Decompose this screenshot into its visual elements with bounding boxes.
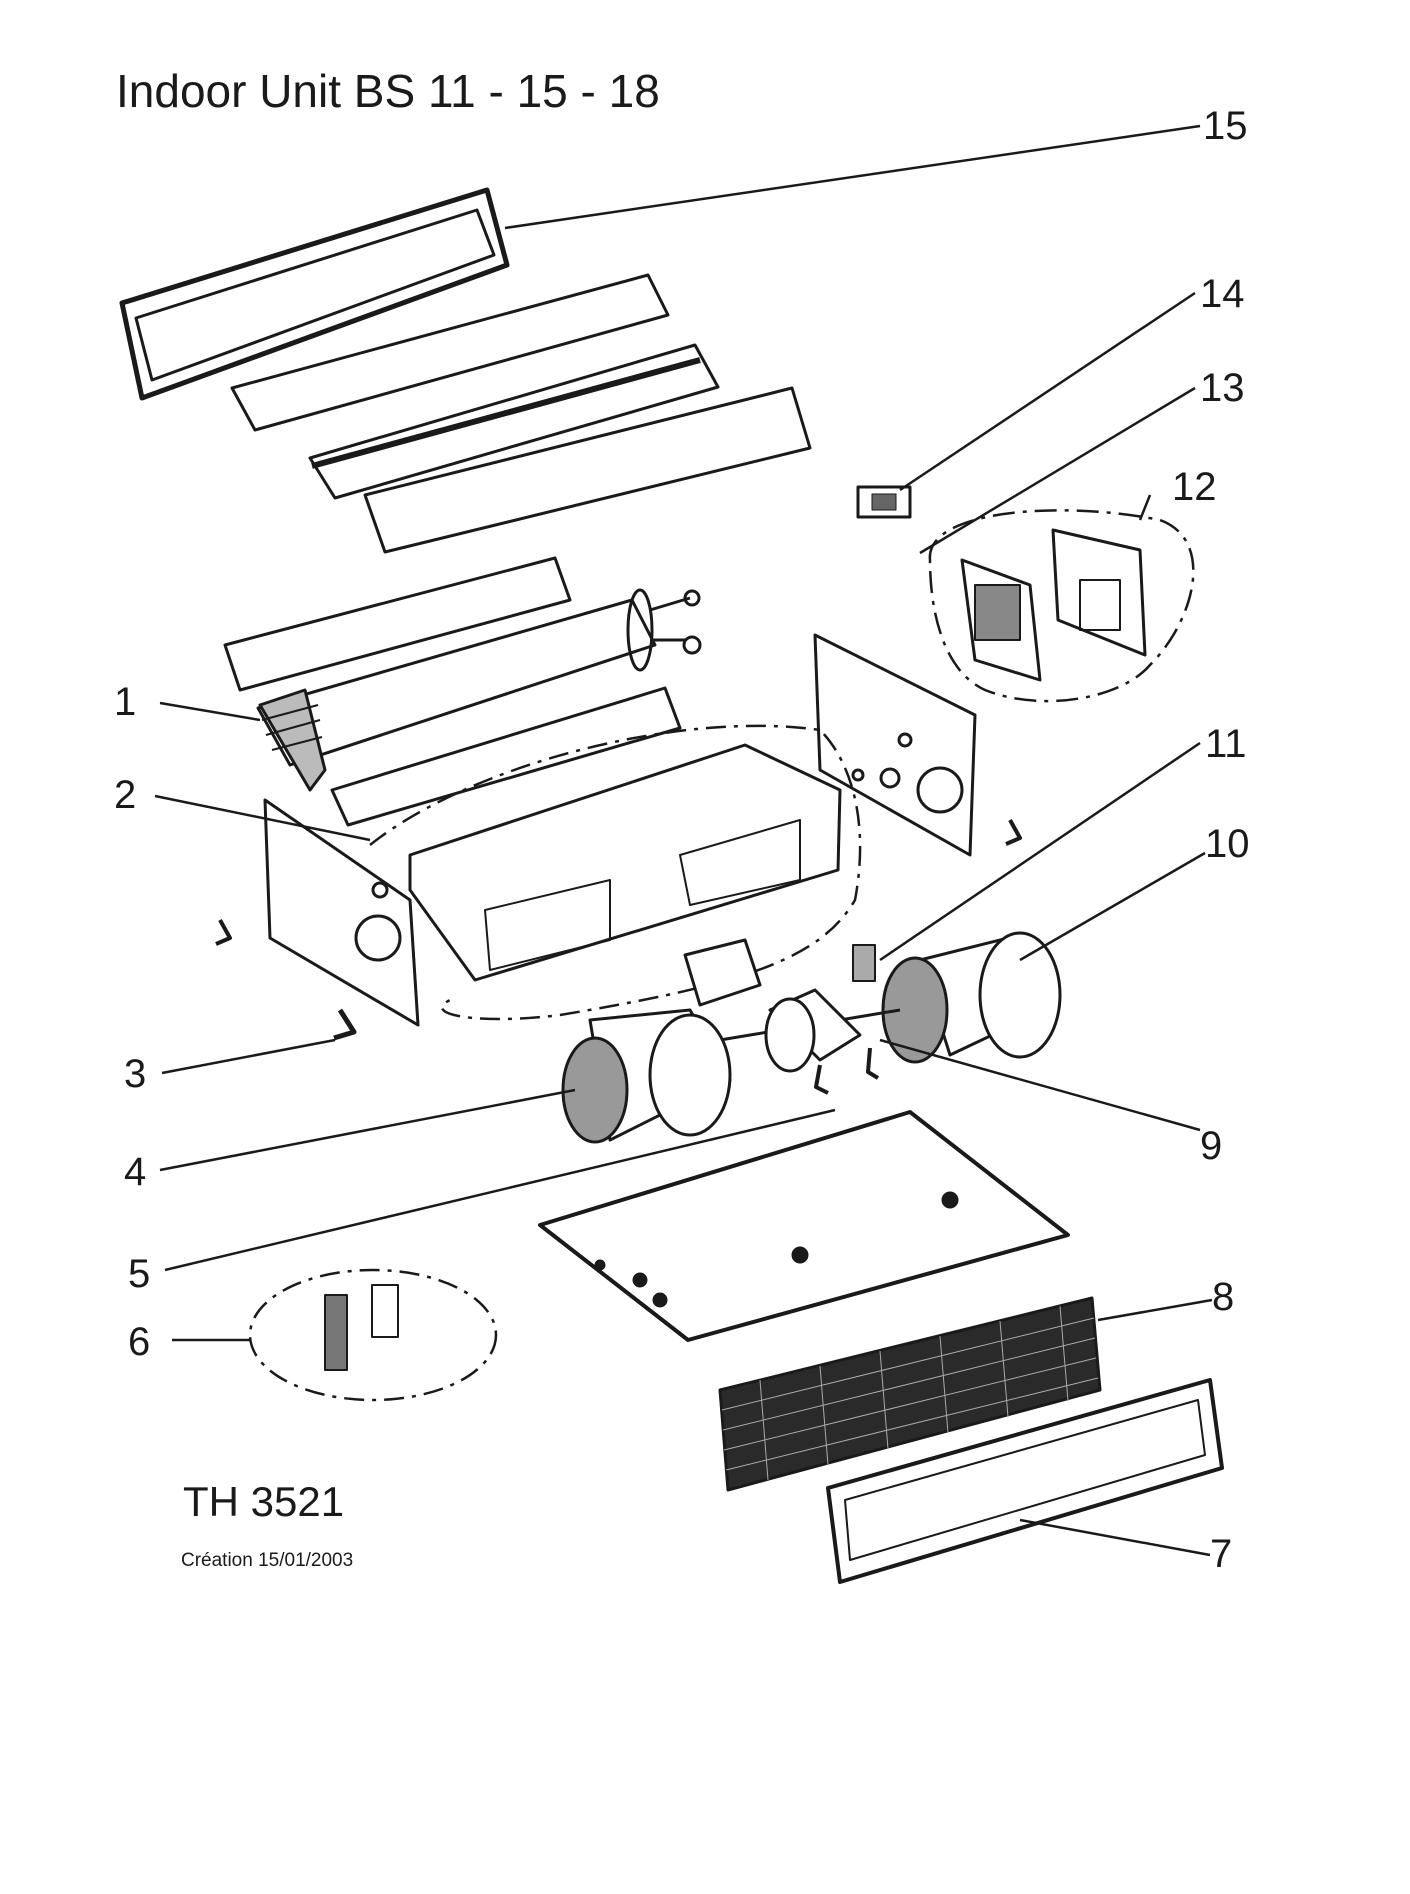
- part-label-1: 1: [114, 680, 137, 724]
- part-11-capacitor: [852, 944, 876, 982]
- part-label-3: 3: [124, 1052, 147, 1096]
- part-label-4: 4: [124, 1150, 147, 1194]
- document-code: TH 3521: [183, 1478, 345, 1525]
- part-14-connector: [856, 485, 912, 519]
- leader-lines: [154, 124, 1213, 1557]
- part-7-front-frame: [826, 1378, 1224, 1584]
- right-side-panel: [813, 633, 1022, 857]
- part-1-heat-exchanger: [223, 556, 702, 827]
- part-9-motor: [719, 988, 901, 1095]
- part-label-9: 9: [1200, 1124, 1223, 1168]
- part-10-right-blower: [881, 931, 1062, 1064]
- page-title: Indoor Unit BS 11 - 15 - 18: [116, 65, 660, 117]
- part-3-bracket: [333, 1008, 357, 1041]
- part-2-left-side-panel: [215, 798, 420, 1027]
- part-8-grille: [718, 1296, 1102, 1492]
- part-label-13: 13: [1200, 366, 1245, 410]
- creation-date: Création 15/01/2003: [181, 1550, 354, 1571]
- part-label-8: 8: [1212, 1275, 1235, 1319]
- part-label-6: 6: [128, 1320, 151, 1364]
- part-label-5: 5: [128, 1252, 151, 1296]
- part-label-14: 14: [1200, 272, 1245, 316]
- fan-scroll-housing: [408, 743, 842, 1007]
- part-12-control-box: [928, 509, 1195, 703]
- part-label-12: 12: [1172, 465, 1217, 509]
- part-label-10: 10: [1205, 822, 1250, 866]
- part-15-top-frame: [119, 187, 510, 401]
- housing-dashed-outline: [369, 724, 862, 1021]
- top-plates: [230, 273, 812, 554]
- part-label-15: 15: [1203, 104, 1248, 148]
- part-4-left-blower: [561, 1008, 732, 1144]
- part-label-7: 7: [1210, 1532, 1233, 1576]
- part-5-bottom-plate: [538, 1110, 1070, 1342]
- part-label-2: 2: [114, 773, 137, 817]
- part-6-accessory-group: [248, 1268, 498, 1402]
- part-label-11: 11: [1205, 722, 1247, 766]
